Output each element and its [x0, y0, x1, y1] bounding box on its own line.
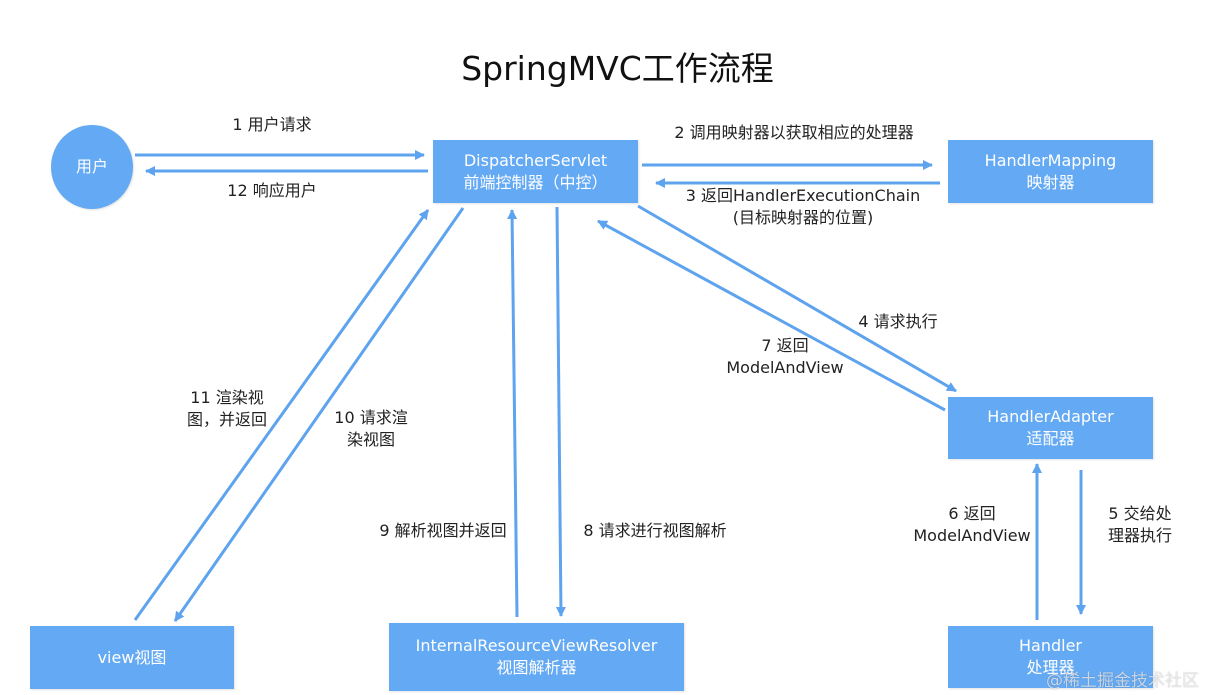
edge-8-text: 8 请求进行视图解析 [583, 521, 727, 540]
edge-label-12: 12 响应用户 [227, 180, 316, 202]
user-label: 用户 [75, 157, 108, 176]
handler-sublabel: 处理器 [1026, 658, 1075, 677]
arrow-11-render-return [133, 209, 430, 621]
watermark: @稀土掘金技术社区 [1046, 671, 1199, 691]
edge-label-11: 11 渲染视图，并返回 [187, 387, 267, 431]
edge-label-10: 10 请求渲染视图 [334, 407, 407, 451]
edge-7-text: 7 返回 [761, 336, 809, 355]
arrow-4-execute [637, 204, 957, 393]
edge-label-6: 6 返回 ModelAndView [913, 503, 1030, 547]
edge-5-text: 5 交给处 [1108, 504, 1172, 523]
mapping-sublabel: 映射器 [1026, 172, 1075, 192]
edge-11-text: 11 渲染视 [190, 388, 264, 407]
edge-label-9: 9 解析视图并返回 [379, 520, 506, 542]
edge-10-text: 10 请求渲 [334, 408, 408, 427]
mapping-label: HandlerMapping [984, 150, 1117, 170]
edge-label-8: 8 请求进行视图解析 [583, 520, 726, 542]
resolver-sublabel: 视图解析器 [496, 658, 577, 677]
edge-11-subtext: 图，并返回 [186, 410, 268, 429]
handler-adapter-node: HandlerAdapter 适配器 [948, 397, 1153, 459]
edge-3-subtext: (目标映射器的位置) [732, 208, 874, 227]
handler-label: Handler [1019, 636, 1082, 655]
view-node: view视图 [30, 626, 234, 689]
edge-label-2: 2 调用映射器以获取相应的处理器 [674, 122, 913, 144]
handler-mapping-node: HandlerMapping 映射器 [948, 140, 1153, 203]
edge-label-5: 5 交给处理器执行 [1108, 503, 1172, 547]
edge-label-3: 3 返回HandlerExecutionChain (目标映射器的位置) [686, 185, 921, 229]
view-label: view视图 [97, 647, 167, 667]
edge-4-text: 4 请求执行 [858, 312, 938, 331]
edge-1-text: 1 用户请求 [232, 115, 312, 134]
edge-3-text: 3 返回HandlerExecutionChain [685, 186, 921, 205]
handler-node: Handler 处理器 [948, 626, 1153, 688]
dispatcher-label: DispatcherServlet [463, 150, 608, 170]
dispatcher-sublabel: 前端控制器（中控） [463, 172, 608, 192]
diagram-title: SpringMVC工作流程 [461, 49, 774, 88]
arrow-7-return-mav [597, 219, 946, 412]
edge-2-text: 2 调用映射器以获取相应的处理器 [674, 123, 914, 142]
dispatcher-servlet-node: DispatcherServlet 前端控制器（中控） [433, 140, 638, 203]
adapter-label: HandlerAdapter [987, 407, 1114, 426]
arrow-8-request-resolve [555, 206, 566, 617]
arrow-10-request-render [173, 207, 465, 622]
arrow-9-resolve-return [507, 209, 519, 618]
edge-label-1: 1 用户请求 [232, 114, 311, 136]
edge-label-7: 7 返回 ModelAndView [726, 335, 843, 379]
view-resolver-node: InternalResourceViewResolver 视图解析器 [389, 623, 684, 691]
edge-12-text: 12 响应用户 [227, 181, 317, 200]
user-node: 用户 [51, 125, 133, 209]
edge-10-subtext: 染视图 [346, 430, 396, 449]
edge-7-subtext: ModelAndView [726, 358, 844, 377]
edge-6-text: 6 返回 [948, 504, 996, 523]
edge-9-text: 9 解析视图并返回 [379, 521, 507, 540]
edge-label-4: 4 请求执行 [858, 311, 937, 333]
adapter-sublabel: 适配器 [1026, 429, 1075, 448]
resolver-label: InternalResourceViewResolver [415, 636, 658, 655]
edge-5-subtext: 理器执行 [1107, 526, 1173, 545]
edge-6-subtext: ModelAndView [913, 526, 1031, 545]
